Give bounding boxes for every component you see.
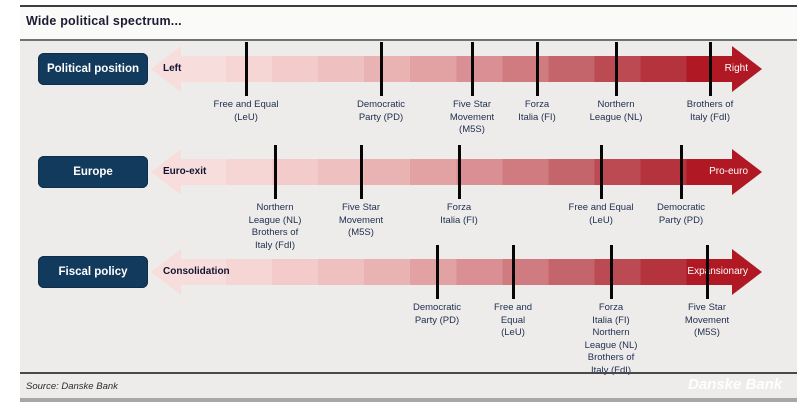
spectrum-arrow-political bbox=[151, 46, 762, 92]
arrow-right-head bbox=[732, 249, 762, 295]
tick-m5s bbox=[471, 42, 474, 96]
arrow-gradient-body bbox=[180, 259, 733, 285]
tick-leu bbox=[245, 42, 248, 96]
tick-fi-nl-fdi bbox=[610, 245, 613, 299]
top-border-line bbox=[20, 5, 797, 7]
axis-left-label: Consolidation bbox=[163, 266, 230, 277]
danske-bank-watermark: Danske Bank bbox=[688, 376, 783, 393]
tick-label-fi: Forza Italia (FI) bbox=[518, 99, 556, 123]
title-strip bbox=[20, 7, 797, 39]
tick-leu bbox=[512, 245, 515, 299]
tick-m5s bbox=[706, 245, 709, 299]
badge-europe: Europe bbox=[38, 156, 148, 188]
spectrum-arrow-fiscal bbox=[151, 249, 762, 295]
chart-panel bbox=[20, 41, 797, 398]
tick-leu bbox=[600, 145, 603, 199]
arrow-gradient-body bbox=[180, 56, 733, 82]
arrow-left-head bbox=[151, 149, 181, 195]
tick-label-leu: Free and Equal (LeU) bbox=[493, 302, 533, 338]
tick-label-fi-nl-fdi: Forza Italia (FI) Northern League (NL) B… bbox=[584, 302, 638, 376]
tick-label-nl: Northern League (NL) bbox=[589, 99, 643, 123]
tick-label-nl-fdi: Northern League (NL) Brothers of Italy (… bbox=[248, 202, 302, 251]
arrow-right-head bbox=[732, 46, 762, 92]
title-underline bbox=[20, 39, 797, 41]
tick-pd bbox=[380, 42, 383, 96]
bottom-border-line bbox=[20, 398, 797, 402]
tick-label-fdi: Brothers of Italy (FdI) bbox=[686, 99, 734, 123]
tick-nl bbox=[615, 42, 618, 96]
tick-fi bbox=[458, 145, 461, 199]
arrow-right-head bbox=[732, 149, 762, 195]
tick-label-m5s: Five Star Movement (M5S) bbox=[338, 202, 384, 238]
tick-label-leu: Free and Equal (LeU) bbox=[568, 202, 634, 226]
tick-label-leu: Free and Equal (LeU) bbox=[213, 99, 279, 123]
axis-right-label: Pro-euro bbox=[709, 166, 748, 177]
axis-right-label: Expansionary bbox=[687, 266, 748, 277]
axis-left-label: Left bbox=[163, 63, 182, 74]
axis-left-label: Euro-exit bbox=[163, 166, 207, 177]
arrow-left-head bbox=[151, 249, 181, 295]
page-title: Wide political spectrum... bbox=[26, 14, 182, 28]
tick-nl-fdi bbox=[274, 145, 277, 199]
arrow-left-head bbox=[151, 46, 181, 92]
badge-political-position: Political position bbox=[38, 53, 148, 85]
tick-label-m5s: Five Star Movement (M5S) bbox=[449, 99, 495, 135]
spectrum-arrow-europe bbox=[151, 149, 762, 195]
badge-fiscal-policy: Fiscal policy bbox=[38, 256, 148, 288]
tick-label-pd: Democratic Party (PD) bbox=[356, 99, 406, 123]
tick-label-pd: Democratic Party (PD) bbox=[656, 202, 706, 226]
tick-label-pd: Democratic Party (PD) bbox=[412, 302, 462, 326]
tick-m5s bbox=[360, 145, 363, 199]
tick-fdi bbox=[709, 42, 712, 96]
arrow-gradient-body bbox=[180, 159, 733, 185]
axis-right-label: Right bbox=[724, 63, 748, 74]
footer-divider-line bbox=[20, 372, 797, 374]
tick-pd bbox=[436, 245, 439, 299]
tick-pd bbox=[680, 145, 683, 199]
source-note: Source: Danske Bank bbox=[26, 381, 118, 392]
tick-label-m5s: Five Star Movement (M5S) bbox=[684, 302, 730, 338]
tick-label-fi: Forza Italia (FI) bbox=[440, 202, 478, 226]
tick-fi bbox=[536, 42, 539, 96]
